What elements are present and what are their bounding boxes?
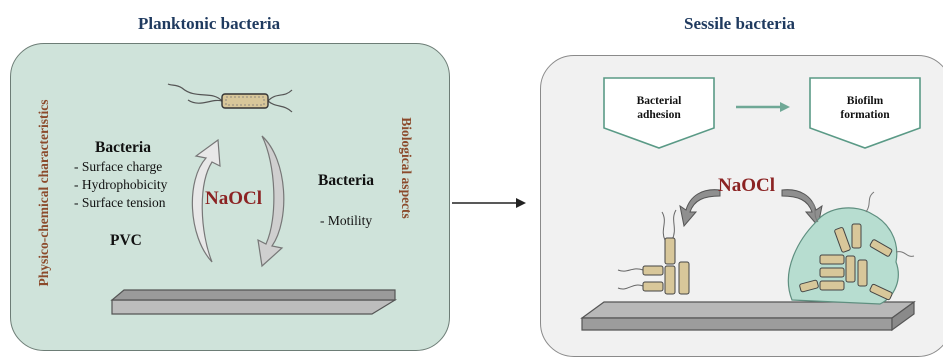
sessile-title: Sessile bacteria: [684, 14, 795, 33]
bacterial-adhesion-label: Bacterial adhesion: [604, 94, 714, 122]
planktonic-title: Planktonic bacteria: [138, 14, 281, 33]
box2-line2: formation: [840, 109, 890, 121]
surface-slab-icon: [580, 300, 916, 332]
characteristic-item: - Surface charge: [74, 159, 163, 174]
curved-arrow-icon: [781, 189, 823, 228]
biofilm-icon: [787, 191, 915, 305]
biological-aspects-label: Biological aspects: [399, 117, 414, 219]
box1-line1: Bacterial: [636, 95, 682, 107]
bacteria-heading-right: Bacteria: [318, 172, 374, 189]
curved-arrow-icon: [191, 138, 221, 263]
physico-chemical-label: Physico-chemical characteristics: [36, 99, 51, 287]
process-arrow-icon: [736, 102, 790, 112]
characteristic-item: - Surface tension: [74, 195, 166, 210]
box2-line1: Biofilm: [846, 95, 884, 107]
process-box-shape: [809, 77, 921, 149]
bacteria-heading-left: Bacteria: [95, 139, 151, 156]
curved-arrow-icon: [257, 135, 285, 268]
transition-arrow-icon: [452, 198, 526, 208]
naocl-label-left: NaOCl: [205, 188, 262, 209]
process-box-shape: [603, 77, 715, 149]
bacterium-icon: [167, 83, 293, 113]
bacterium-icon: [617, 209, 690, 295]
pvc-label: PVC: [110, 232, 142, 249]
diagram-graphics: [110, 77, 921, 332]
curved-arrow-icon: [679, 189, 721, 228]
box1-line2: adhesion: [637, 109, 681, 121]
naocl-label-right: NaOCl: [718, 175, 775, 196]
motility-item: - Motility: [320, 213, 373, 228]
surface-slab-icon: [110, 289, 398, 315]
characteristic-item: - Hydrophobicity: [74, 177, 168, 192]
biofilm-formation-label: Biofilm formation: [810, 94, 920, 122]
